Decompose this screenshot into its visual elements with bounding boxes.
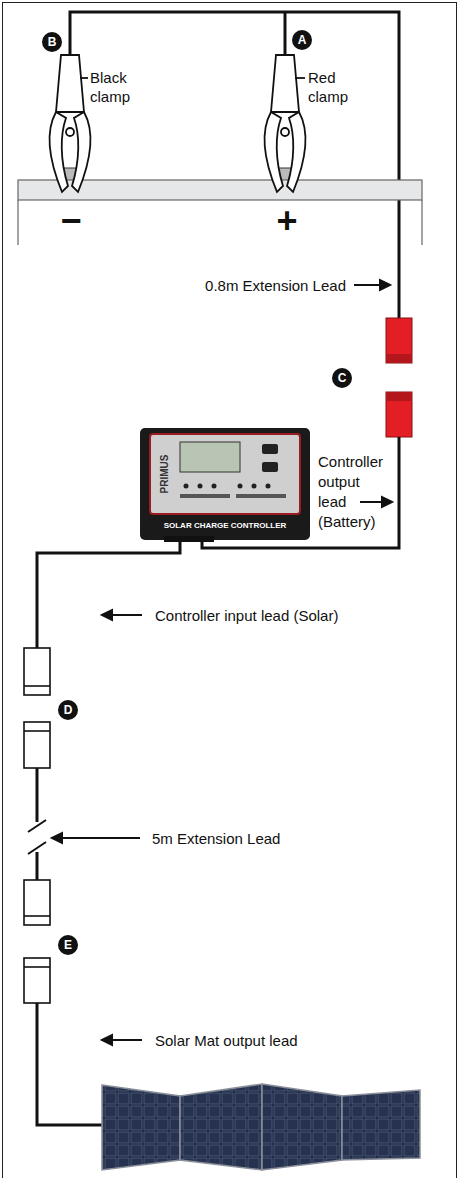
callout-letter-text: C: [338, 371, 347, 385]
solar-connector: [24, 648, 50, 1003]
callout-letter: D: [58, 700, 78, 720]
lead-label: Controller input lead (Solar): [155, 606, 338, 625]
callout-letter: A: [292, 30, 312, 50]
clamp-wires: [70, 12, 399, 318]
callout-letter-text: B: [48, 35, 57, 49]
callout-letter-text: A: [298, 33, 307, 47]
part-label: Black clamp: [90, 68, 142, 106]
callout-letter-text: E: [64, 938, 72, 952]
pointer-arrows: [52, 280, 392, 1045]
callout-letter: B: [42, 32, 62, 52]
controller-leads: [37, 437, 399, 1125]
solar-mat: [102, 1084, 420, 1170]
lead-label: 0.8m Extension Lead: [205, 276, 346, 295]
part-label: Red clamp: [308, 68, 360, 106]
frame: [3, 3, 457, 1178]
polarity-sign: +: [276, 200, 297, 241]
break-mark: [28, 820, 46, 854]
charge-controller: [140, 428, 310, 542]
red-clamp: [265, 55, 306, 192]
brand-name: PRIMUS: [159, 455, 171, 494]
callout-letter: E: [58, 935, 78, 955]
device-name: SOLAR CHARGE CONTROLLER: [164, 521, 287, 530]
lead-label: Controller output lead (Battery): [318, 452, 392, 532]
lead-label: Solar Mat output lead: [155, 1031, 298, 1050]
callout-letter: C: [332, 368, 352, 388]
red-connector: [386, 318, 412, 437]
polarity-sign: −: [60, 200, 81, 241]
black-clamp: [50, 55, 91, 192]
lead-label: 5m Extension Lead: [152, 829, 280, 848]
callout-letter-text: D: [64, 703, 73, 717]
